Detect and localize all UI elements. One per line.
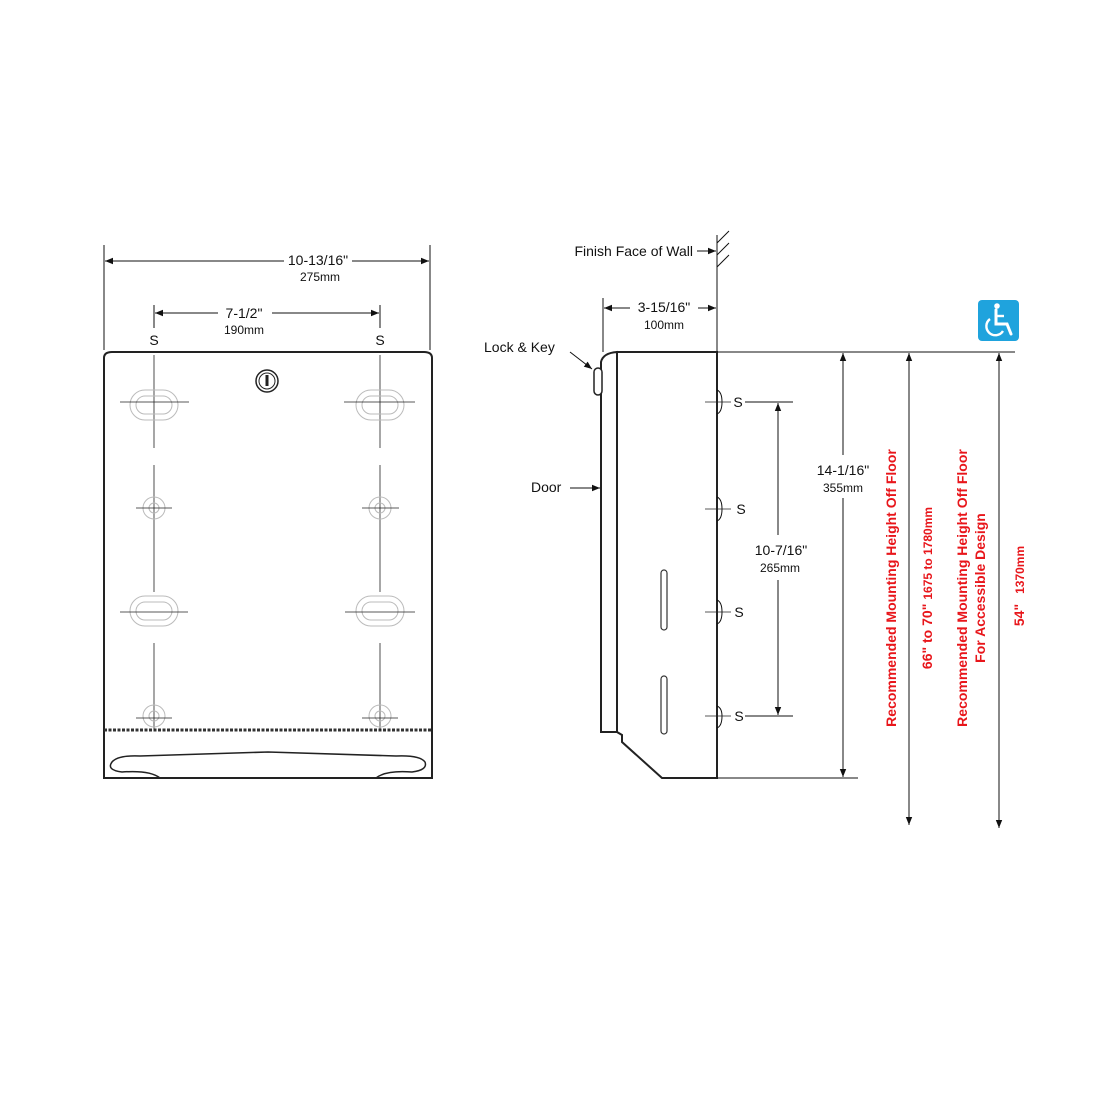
door-label: Door [531,479,562,495]
mount-spacing-in: 7-1/2" [226,305,263,321]
accessible-height-label: Recommended Mounting Height Off Floor [954,449,970,727]
wall-label: Finish Face of Wall [574,243,693,259]
height-mm: 355mm [823,481,863,495]
standard-height-mm: 1675 to 1780mm [921,507,935,600]
sight-slot [660,675,668,735]
overall-width-in: 10-13/16" [288,252,348,268]
screw-span-mm: 265mm [760,561,800,575]
sight-slot [660,569,668,631]
lock-label: Lock & Key [484,339,555,355]
depth-mm: 100mm [644,318,684,332]
wheelchair-icon [978,300,1019,341]
mounting-heights: Recommended Mounting Height Off Floor 66… [883,300,1027,828]
height-in: 14-1/16" [817,462,869,478]
mounting-holes [120,355,415,730]
standard-height-in: 66" to 70" [919,604,935,669]
lock-bump [593,367,603,396]
lock-arrow [569,351,593,370]
screw-label: S [734,604,743,620]
svg-text:54"1370mm: 54" 1370mm [1011,546,1027,626]
svg-text:66" to 70"1675 to 1780mm: 66" to 70" 1675 to 1780mm [919,507,935,669]
lock-icon [255,369,279,393]
towel-opening [109,751,427,779]
depth-in: 3-15/16" [638,299,690,315]
dispenser-front-body [103,351,433,779]
wall-hatch [716,230,730,268]
accessible-height-label-2: For Accessible Design [972,513,988,663]
screw-label: S [149,332,158,348]
accessible-height-in: 54" [1011,604,1027,626]
overall-width-mm: 275mm [300,270,340,284]
screw-span-in: 10-7/16" [755,542,807,558]
screw-markers [705,389,731,729]
mount-spacing-mm: 190mm [224,323,264,337]
side-view: Finish Face of Wall 3-15/16" 100mm Lock … [484,230,1015,779]
front-view: 10-13/16" 275mm 7-1/2" 190mm S S [103,245,433,779]
screw-label: S [734,708,743,724]
screw-label: S [736,501,745,517]
accessible-height-mm: 1370mm [1013,546,1027,594]
screw-label: S [375,332,384,348]
screw-label: S [733,394,742,410]
standard-height-label: Recommended Mounting Height Off Floor [883,449,899,727]
door-profile [600,350,618,733]
